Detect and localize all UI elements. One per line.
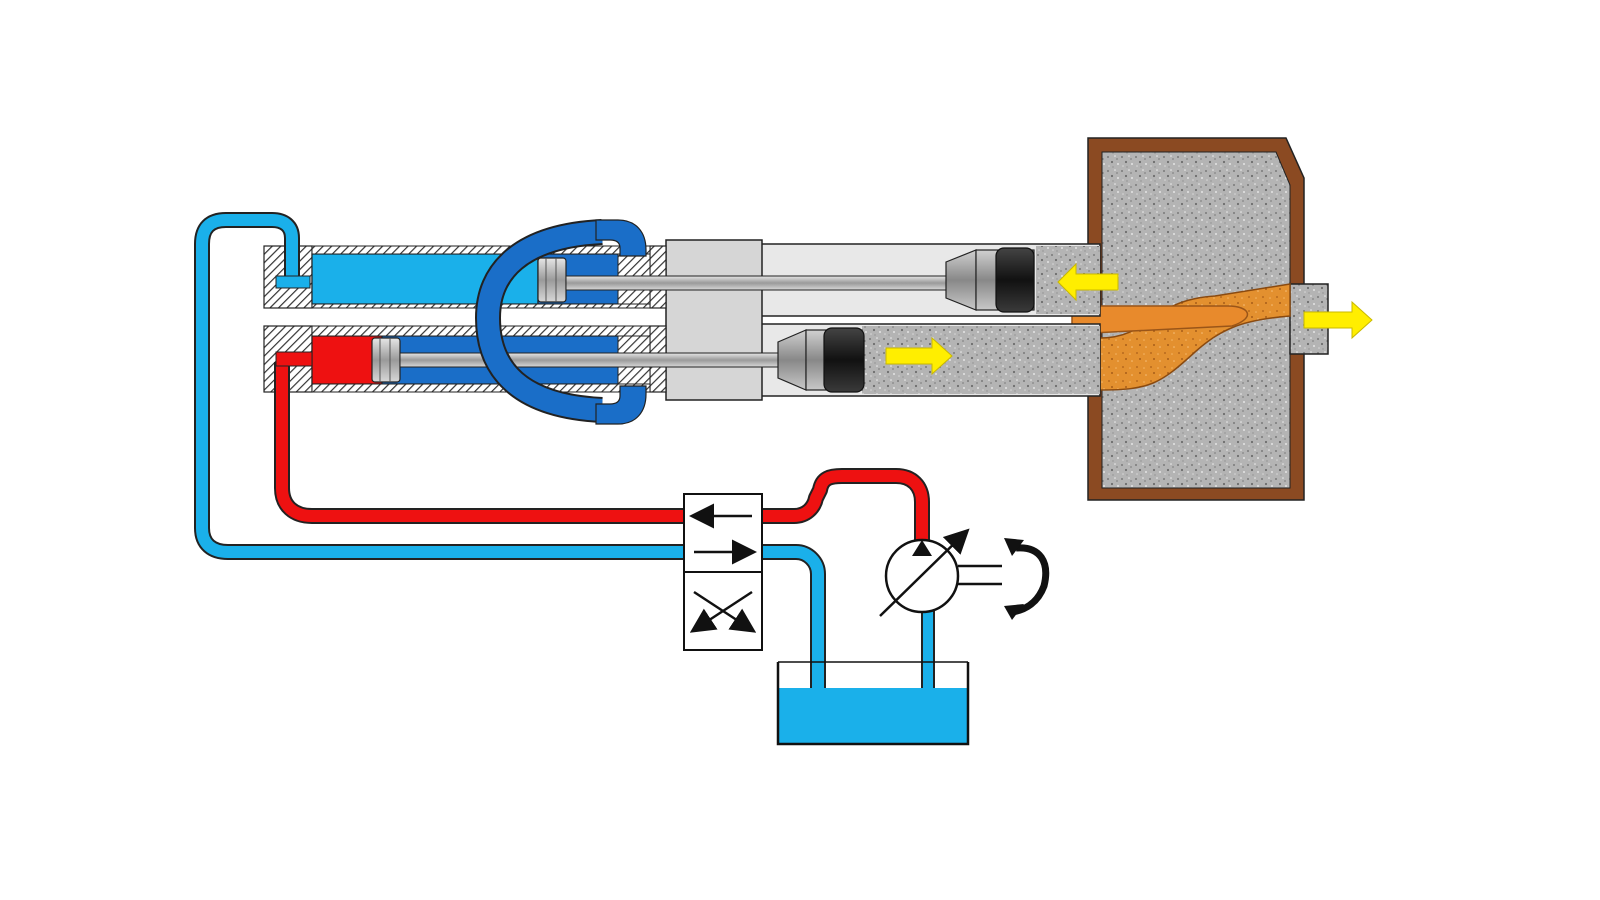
crossover-hose [474, 219, 647, 425]
return-line [194, 212, 826, 716]
s-tube-valve [1071, 283, 1291, 391]
bottom-concrete-piston [823, 327, 865, 393]
water-box [665, 239, 763, 401]
directional-control-valve[interactable] [683, 493, 763, 651]
suction-arrow [1057, 262, 1119, 302]
valve-cross-arrow-2 [689, 590, 753, 633]
variable-arrow [879, 528, 970, 617]
rotation-arrow-icon [1004, 538, 1050, 620]
top-concrete-piston [995, 247, 1035, 313]
variable-displacement-pump[interactable] [879, 528, 1002, 617]
top-hydraulic-piston [537, 257, 567, 303]
top-piston-rod [565, 247, 1035, 313]
oil-tank [776, 661, 970, 746]
pressure-line [274, 351, 930, 548]
pump-direction-triangle [912, 540, 932, 556]
bottom-hydraulic-piston [371, 337, 401, 383]
outlet-arrow [1303, 300, 1373, 340]
delivery-arrow [885, 336, 953, 376]
